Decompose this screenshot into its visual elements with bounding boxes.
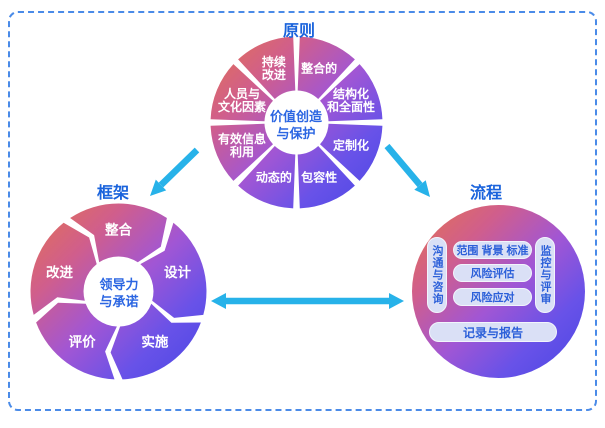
- framework-center-label: 领导力 与承诺: [99, 276, 138, 310]
- risk-treatment-pill: 风险应对: [453, 288, 532, 306]
- framework-segment-label-4: 改进: [46, 264, 73, 280]
- framework-center-line2: 与承诺: [99, 294, 139, 309]
- principles-segment-label-5: 有效信息利用: [218, 131, 266, 159]
- principles-segment-5: [210, 123, 273, 181]
- monitoring-review-pill: 监控与评审: [535, 237, 555, 313]
- arrow-principles-to-process: [384, 143, 430, 197]
- principles-segment-label-1: 结构化和全面性: [326, 86, 375, 114]
- framework-segment-2: [110, 303, 201, 380]
- framework-center-line1: 领导力: [99, 277, 139, 292]
- framework-segment-label-1: 设计: [164, 264, 191, 280]
- principles-segment-0: [297, 36, 355, 99]
- risk-assessment-pill: 风险评估: [453, 264, 532, 282]
- framework-segment-4: [30, 222, 97, 315]
- framework-segment-label-0: 整合: [105, 221, 132, 237]
- arrow-principles-to-framework: [150, 147, 200, 196]
- framework-segment-3: [36, 302, 117, 380]
- principles-title: 原则: [282, 23, 316, 40]
- framework-segment-0: [70, 203, 167, 263]
- principles-segment-3: [297, 146, 355, 209]
- principles-segment-label-0: 整合的: [300, 60, 337, 75]
- principles-segment-label-6: 人员与文化因素: [218, 86, 266, 114]
- framework-segment-label-3: 评价: [69, 335, 96, 350]
- recording-reporting-pill: 记录与报告: [429, 322, 557, 342]
- communication-consultation-pill: 沟通与咨询: [427, 237, 447, 313]
- scope-context-criteria-pill: 范围 背景 标准: [453, 241, 532, 259]
- framework-title: 框架: [96, 185, 130, 202]
- principles-segment-7: [238, 36, 296, 99]
- principles-center-label: 价值创造 与保护: [270, 108, 322, 142]
- arrow-framework-process-bidirectional: [211, 293, 404, 309]
- framework-segment-1: [140, 222, 207, 318]
- principles-segment-label-7: 持续改进: [262, 54, 286, 82]
- principles-segment-label-3: 包容性: [300, 169, 337, 184]
- principles-segment-2: [320, 123, 383, 181]
- principles-segment-label-2: 定制化: [333, 137, 369, 152]
- principles-segment-6: [210, 64, 273, 122]
- principles-center-line2: 与保护: [276, 126, 316, 141]
- principles-segment-1: [320, 64, 383, 122]
- principles-segment-label-4: 动态的: [256, 169, 292, 184]
- principles-segment-4: [238, 146, 296, 209]
- process-title: 流程: [469, 185, 503, 202]
- framework-segment-label-2: 实施: [141, 334, 168, 350]
- principles-center-line1: 价值创造: [269, 109, 323, 124]
